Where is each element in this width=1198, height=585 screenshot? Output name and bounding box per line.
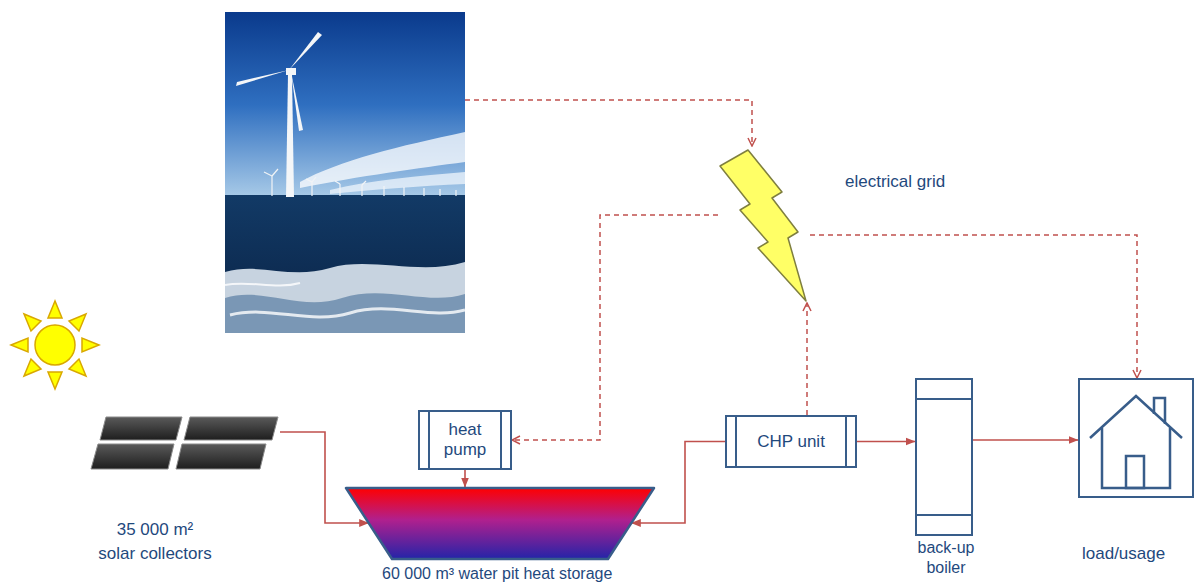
- turbine: [361, 185, 362, 196]
- box-label: heat pump: [437, 420, 493, 460]
- power-wire: [465, 100, 752, 146]
- box-label: CHP unit: [757, 432, 825, 452]
- heat-connector: [280, 432, 369, 523]
- solar-panel: [184, 417, 278, 440]
- wave-foam: [225, 262, 465, 333]
- outer-label: back-up boiler: [901, 538, 991, 578]
- shape-outline: [1080, 380, 1191, 495]
- outer-label: 35 000 m²solar collectors: [80, 518, 230, 566]
- sun-ray: [24, 314, 41, 331]
- cloud: [330, 172, 465, 194]
- electrical-grid-symbol: electrical grid: [718, 148, 810, 303]
- node-label: load/usage: [1082, 544, 1165, 564]
- text-holder: heat pump: [420, 412, 510, 468]
- sun-ray: [11, 338, 28, 352]
- turbine-blade: [264, 172, 272, 176]
- process-box: CHP unit: [725, 415, 857, 468]
- sun-ray: [48, 372, 62, 389]
- node-label: solar collectors: [80, 542, 230, 566]
- solar-collectors: 35 000 m²solar collectors: [90, 415, 280, 470]
- turbine-blade: [312, 177, 316, 182]
- storage-outline: [346, 488, 654, 559]
- node-label: electrical grid: [845, 172, 945, 192]
- sky: [225, 12, 465, 198]
- storage-pit: 60 000 m³ water pit heat storage: [345, 487, 655, 560]
- turbine-blade: [362, 181, 366, 185]
- sun-ray: [24, 359, 41, 376]
- sun-disc: [35, 325, 75, 365]
- house-chimney: [1154, 398, 1165, 424]
- turbine-blade: [236, 70, 289, 86]
- sun-symbol: [11, 301, 99, 389]
- wave-line: [230, 309, 465, 317]
- turbine-blade: [291, 72, 303, 131]
- wave-line: [225, 283, 300, 286]
- sun-ray: [82, 338, 99, 352]
- solar-panel: [100, 417, 182, 440]
- inner-line: [500, 412, 502, 468]
- sun-ray: [48, 301, 62, 318]
- inner-line: [917, 514, 971, 516]
- turbine-nacelle: [286, 68, 296, 75]
- node-label: back-up boiler: [901, 538, 991, 578]
- inner-line: [917, 398, 971, 400]
- inner-line: [428, 412, 430, 468]
- turbine-tower: [286, 74, 294, 197]
- outer-label: 60 000 m³ water pit heat storage: [382, 565, 612, 583]
- sun-ray: [69, 314, 86, 331]
- house-roof: [1090, 396, 1182, 438]
- outer-label: electrical grid: [845, 172, 945, 192]
- turbine-blade: [289, 32, 322, 70]
- turbine: [339, 184, 340, 196]
- turbine-blade: [306, 179, 312, 182]
- sun-ray: [69, 359, 86, 376]
- turbine: [311, 182, 312, 196]
- heat-connector: [973, 439, 1078, 441]
- load-box: load/usage: [1078, 378, 1194, 498]
- heat-connector: [857, 441, 915, 443]
- house-door: [1126, 456, 1144, 488]
- shape-outline: [718, 148, 810, 303]
- power-connector: [810, 235, 1137, 378]
- turbine: [403, 187, 404, 196]
- turbine-blade: [272, 169, 278, 176]
- wave: [225, 293, 465, 333]
- heat-connector: [464, 470, 466, 487]
- power-connector: [512, 215, 718, 440]
- text-holder: CHP unit: [727, 417, 855, 466]
- turbine: [455, 190, 456, 196]
- process-box: heat pump: [418, 410, 512, 470]
- wind-farm-photo: [225, 12, 465, 333]
- main-turbine: [236, 32, 322, 197]
- node-label: 35 000 m²: [80, 518, 230, 542]
- turbine-blade: [335, 181, 340, 184]
- turbine: [271, 176, 272, 196]
- inner-line: [735, 417, 737, 466]
- inner-line: [845, 417, 847, 466]
- solar-panel: [91, 444, 174, 469]
- turbine: [439, 189, 440, 196]
- power-connector: [806, 303, 808, 415]
- solar-panel: [176, 444, 266, 469]
- outer-label: load/usage: [1082, 544, 1165, 564]
- heat-connector: [631, 442, 725, 524]
- sea: [225, 195, 465, 333]
- turbine: [423, 188, 424, 196]
- shape-outline: [90, 415, 280, 470]
- boiler-box: back-up boiler: [915, 378, 973, 536]
- node-label: 60 000 m³ water pit heat storage: [382, 565, 612, 583]
- house-walls: [1102, 428, 1170, 488]
- lightning-bolt: [720, 150, 806, 301]
- turbine: [383, 186, 384, 196]
- shape-outline: [345, 487, 655, 560]
